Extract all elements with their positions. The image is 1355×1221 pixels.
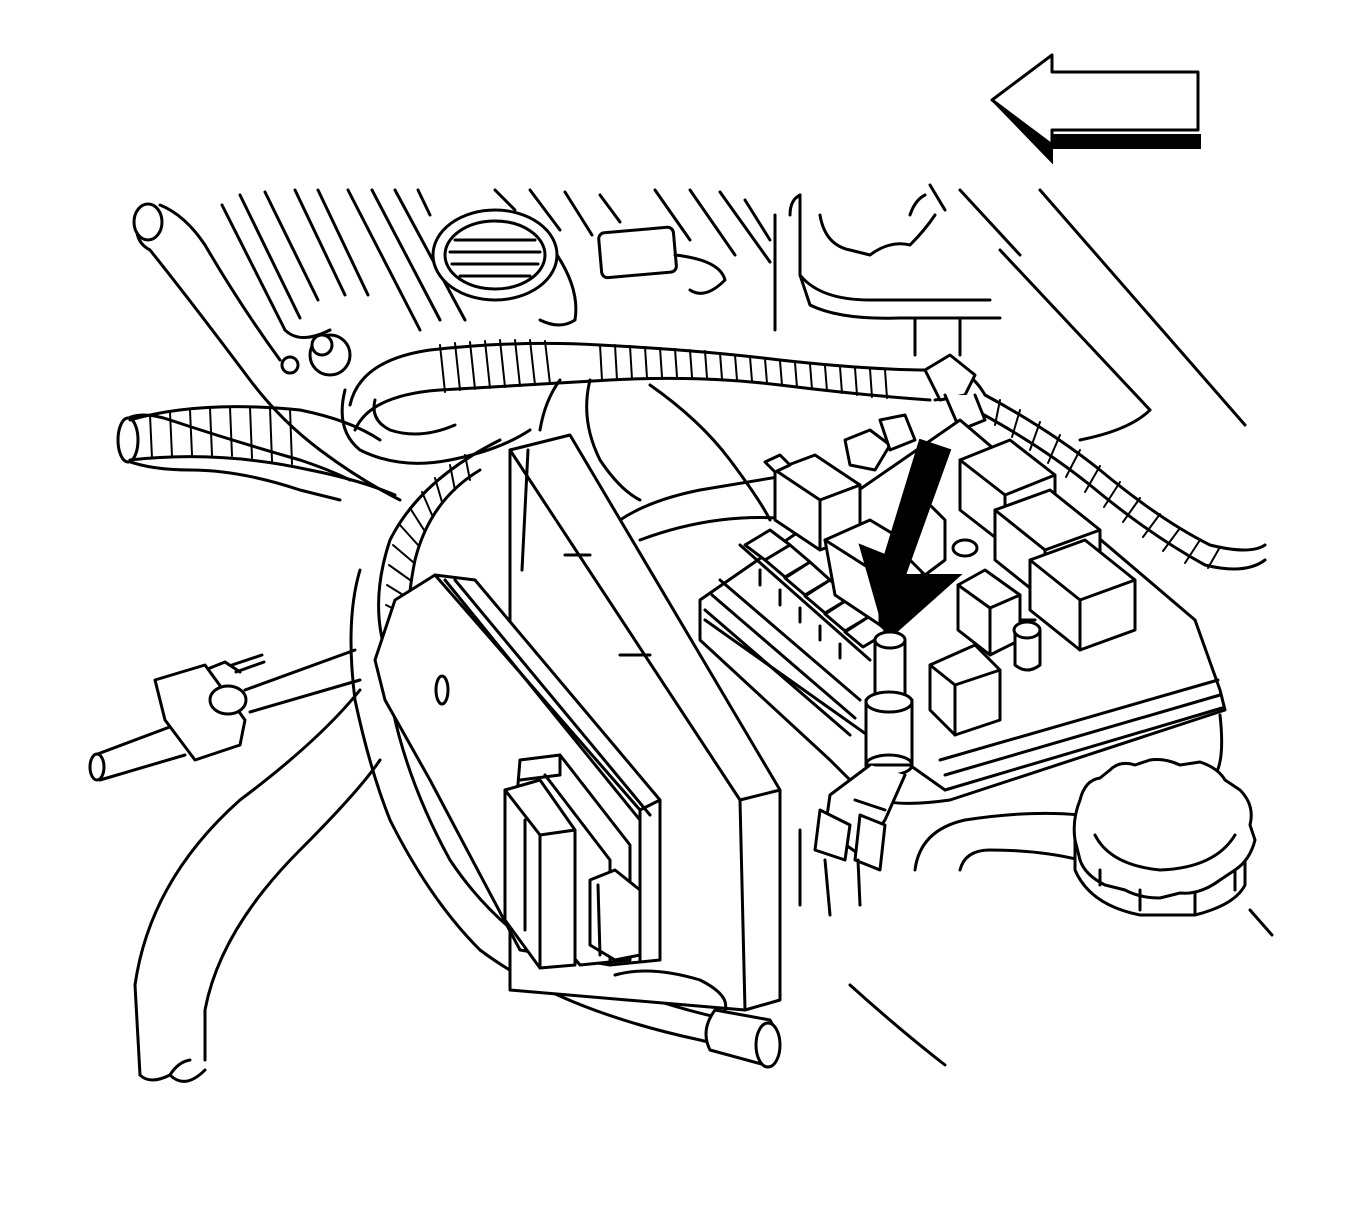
sensor [597,225,727,295]
control-module [349,433,782,1069]
direction-arrow [990,53,1201,165]
relay-group [763,413,1137,737]
bolt-icon [280,333,352,377]
hoses [116,202,402,502]
connector-stud [798,630,914,917]
fuse-row [743,528,890,660]
module-connectors [503,753,642,970]
lower-structure [848,713,1274,1067]
coolant-reservoir-cap [1072,758,1257,917]
locator-arrow [858,438,963,642]
fuse-relay-block [698,413,1227,805]
ground-cable [88,648,362,782]
engine-cover [220,183,1247,442]
lower-hose [133,688,382,1083]
oil-filler-cap [431,208,578,327]
coolant-reservoir [773,193,1002,357]
